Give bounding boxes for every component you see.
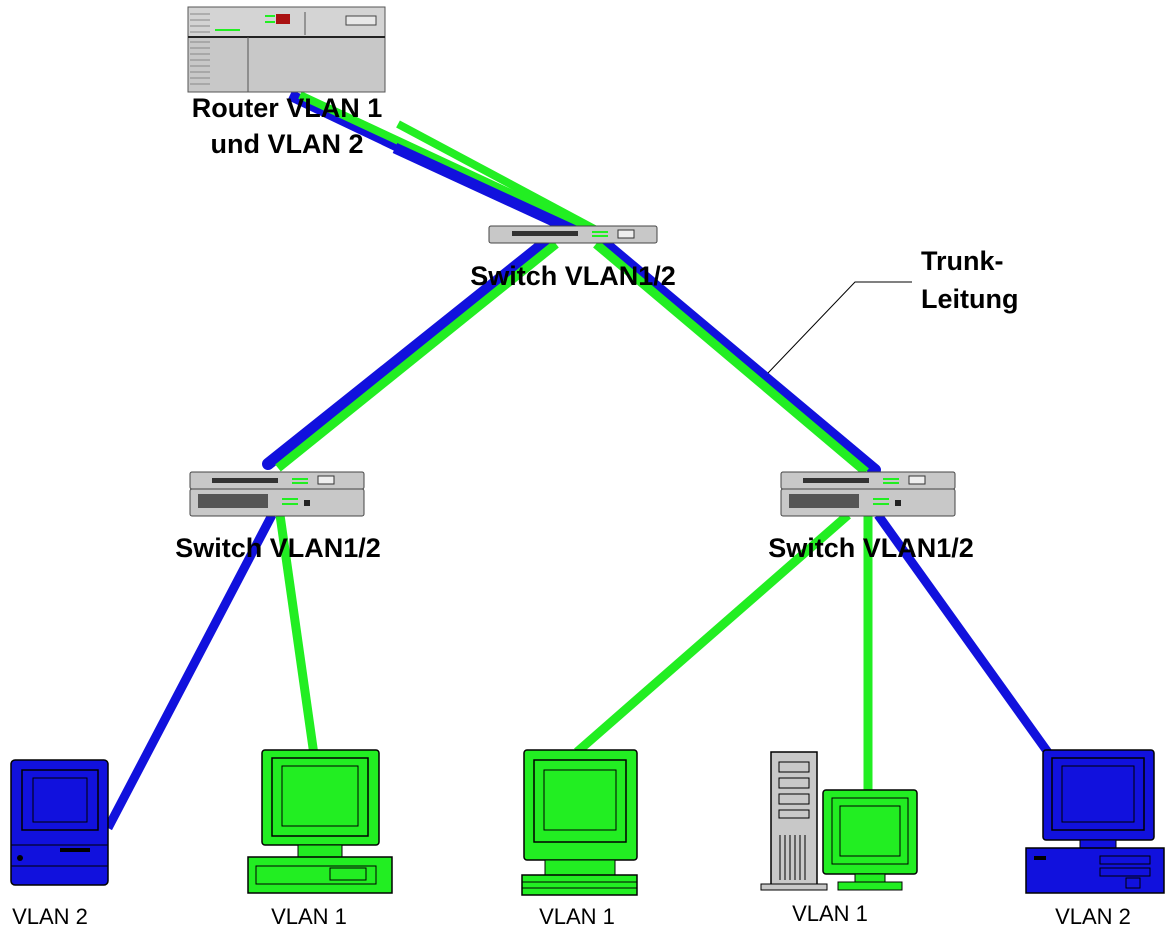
host-label: VLAN 1: [271, 904, 347, 929]
cable-host5-vlan2: [874, 512, 1056, 761]
trunk-left-vlan1: [275, 240, 559, 472]
desktop-pc-icon: [1025, 749, 1165, 894]
host-label: VLAN 2: [1055, 904, 1131, 929]
terminal-icon: [521, 749, 638, 896]
router-label-line2: und VLAN 2: [211, 129, 364, 159]
router-label-line1: Router VLAN 1: [192, 93, 383, 123]
host-label: VLAN 1: [539, 904, 615, 929]
tower-pc-icon: [760, 751, 918, 891]
cable-host1-vlan2: [104, 512, 276, 831]
trunk-right-vlan1: [593, 240, 869, 476]
router-trunk-vlan2-b: [392, 143, 589, 241]
trunk-label-line1: Trunk-: [921, 246, 1004, 276]
cable-host2-vlan1: [275, 514, 320, 763]
router-icon: [187, 6, 386, 93]
left-switch-label: Switch VLAN1/2: [175, 533, 381, 563]
router-trunk-vlan1-a: [298, 91, 598, 237]
right-switch-label: Switch VLAN1/2: [768, 533, 974, 563]
left-switch-icon: [189, 471, 365, 517]
mac-computer-icon: [10, 759, 109, 886]
router-trunk-vlan1-b: [396, 120, 602, 236]
trunk-left-vlan2: [262, 236, 552, 470]
host-label: VLAN 2: [12, 904, 88, 929]
top-switch-label: Switch VLAN1/2: [470, 261, 676, 291]
desktop-pc-icon: [247, 749, 393, 894]
cables: [104, 90, 1056, 831]
host-label: VLAN 1: [792, 901, 868, 926]
cable-host3-vlan1: [574, 511, 851, 756]
trunk-annotation-line: [767, 281, 912, 374]
trunk-label-line2: Leitung: [921, 284, 1018, 314]
top-switch-icon: [488, 225, 658, 244]
trunk-right-vlan2: [598, 237, 881, 476]
right-switch-icon: [780, 471, 956, 517]
